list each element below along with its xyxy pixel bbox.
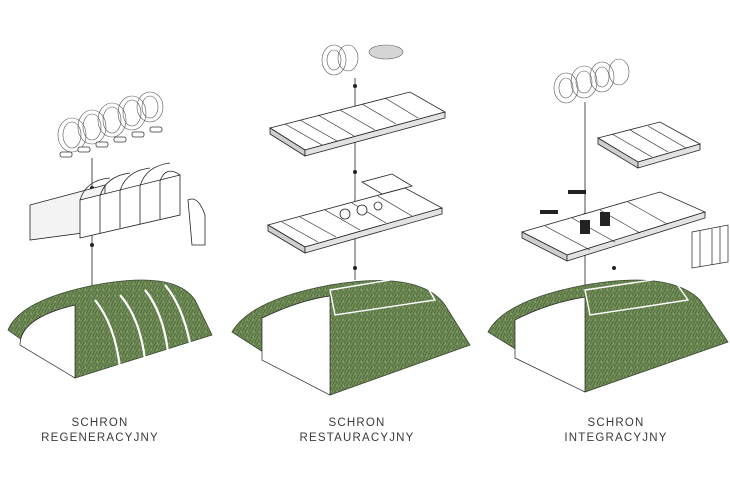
caption-line: SCHRON — [328, 417, 386, 429]
caption-integracyjny: SCHRON INTEGRACYJNY — [516, 416, 716, 446]
upper-floor-plan — [596, 121, 702, 169]
green-roof-mound — [487, 276, 729, 393]
green-roof-mound — [7, 279, 213, 379]
rib-structure-layer — [29, 162, 206, 246]
caption-regeneracyjny: SCHRON REGENERACYJNY — [0, 416, 200, 446]
green-roof-mound — [231, 274, 471, 396]
wave-canopy-layer — [57, 91, 164, 158]
connector-dot — [612, 266, 616, 270]
caption-restauracyjny: SCHRON RESTAURACYJNY — [257, 416, 457, 446]
canopy-layer — [553, 58, 630, 104]
caption-line: SCHRON — [587, 417, 645, 429]
ground-floor-plan — [520, 190, 707, 262]
diagram-regeneracyjny — [7, 91, 213, 379]
connector-dot — [353, 266, 357, 270]
connector-dot — [353, 170, 357, 174]
side-elevation — [691, 224, 729, 269]
connector-dot — [90, 243, 94, 247]
caption-line: INTEGRACYJNY — [564, 432, 668, 444]
upper-floor-plan — [269, 91, 447, 157]
diagram-restauracyjny — [231, 44, 471, 396]
caption-line: RESTAURACYJNY — [299, 432, 415, 444]
diagram-integracyjny — [487, 58, 729, 393]
canopy-layer — [321, 44, 404, 76]
caption-line: REGENERACYJNY — [41, 432, 159, 444]
ground-floor-plan — [266, 173, 444, 254]
connector-dot — [353, 84, 357, 88]
caption-line: SCHRON — [71, 417, 129, 429]
